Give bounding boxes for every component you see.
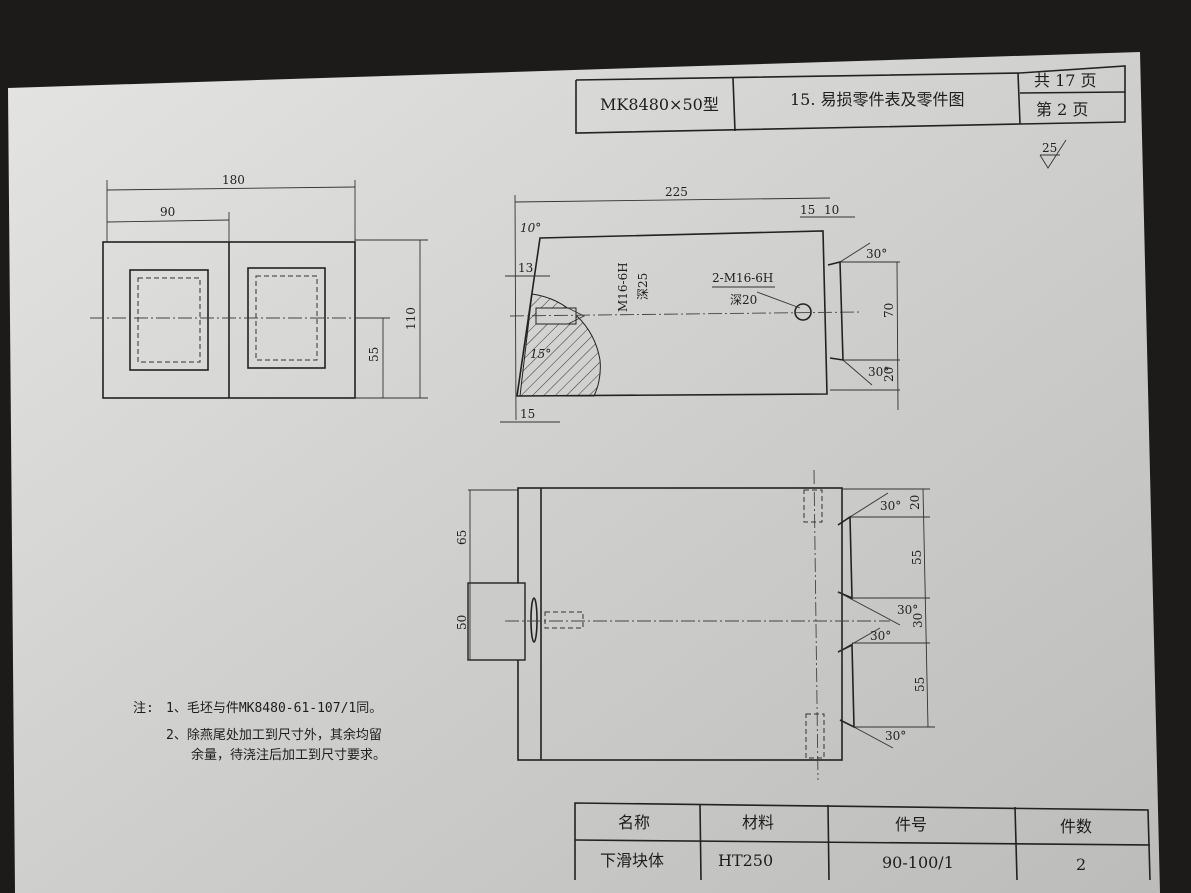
dimension-label: 30° <box>870 629 891 643</box>
header-quantity: 件数 <box>1060 817 1092 836</box>
notes: 注: 1、毛坯与件MK8480-61-107/1同。 2、除燕尾处加工到尺寸外，… <box>133 701 386 763</box>
dimension-label: 55 <box>913 677 927 692</box>
dimension-label: 2-M16-6H <box>712 271 773 285</box>
dimension-label: 15 <box>520 407 535 421</box>
header-name: 名称 <box>618 813 650 832</box>
dimension-label: 15 <box>800 203 815 217</box>
dimension-label: 20 <box>882 367 896 382</box>
cell-quantity: 2 <box>1076 855 1086 874</box>
dimension-label: 深20 <box>730 293 757 307</box>
header-material: 材料 <box>742 813 774 832</box>
dimension-label: 30° <box>885 729 906 743</box>
dimension-label: 30 <box>911 613 925 628</box>
dimension-label: 30° <box>880 499 901 513</box>
dimension-label: 13 <box>518 261 533 275</box>
dimension-label: 1、毛坯与件MK8480-61-107/1同。 <box>166 701 382 716</box>
dimension-label: M16-6H <box>616 262 630 312</box>
dimension-label: 180 <box>222 173 245 187</box>
dimension-label: 25 <box>1042 141 1057 155</box>
dimension-label: 2、除燕尾处加工到尺寸外，其余均留 <box>166 727 382 743</box>
dimension-label: 225 <box>665 185 688 199</box>
dimension-label: 90 <box>160 205 175 219</box>
title-block: MK8480×50型 15. 易损零件表及零件图 共 17 页 第 2 页 <box>575 65 1126 134</box>
roughness-symbol: 25 <box>1039 139 1067 169</box>
dimension-label: 10° <box>520 221 541 235</box>
cell-part-number: 90-100/1 <box>882 853 954 872</box>
front-view: 180 90 110 55 <box>90 173 428 399</box>
parts-table: 名称 材料 件号 件数 下滑块体 HT250 90-100/1 2 <box>574 802 1151 881</box>
total-pages: 共 17 页 <box>1034 71 1097 90</box>
dimension-label: 30° <box>897 603 918 617</box>
dimension-label: 深25 <box>636 273 650 300</box>
dimension-label: 30° <box>868 365 889 379</box>
model-label: MK8480×50型 <box>600 95 719 114</box>
dimension-label: 70 <box>882 303 896 318</box>
dimension-label: 110 <box>404 307 418 330</box>
paper <box>8 52 1160 893</box>
cell-name: 下滑块体 <box>600 851 664 870</box>
dimension-label: 10 <box>824 203 839 217</box>
dimension-label: 注: <box>133 701 154 716</box>
header-part-number: 件号 <box>895 815 927 834</box>
dimension-label: 55 <box>367 347 381 362</box>
dimension-label: 50 <box>455 615 469 630</box>
dimension-label: 20 <box>908 495 922 510</box>
sheet-title: 15. 易损零件表及零件图 <box>790 90 965 109</box>
page-number: 第 2 页 <box>1036 100 1088 119</box>
dimension-label: 65 <box>455 530 469 545</box>
dimension-label: 余量，待浇注后加工到尺寸要求。 <box>191 747 386 763</box>
cell-material: HT250 <box>718 851 773 870</box>
side-view: 225 15 10 10° 13 15 15° 70 20 30° 30° M1… <box>500 185 900 423</box>
dimension-label: 15° <box>530 347 551 361</box>
dimension-label: 30° <box>866 247 887 261</box>
dimension-label: 55 <box>910 550 924 565</box>
top-view: 65 50 20 55 30 55 30° 30° 30° 30° <box>455 469 935 781</box>
